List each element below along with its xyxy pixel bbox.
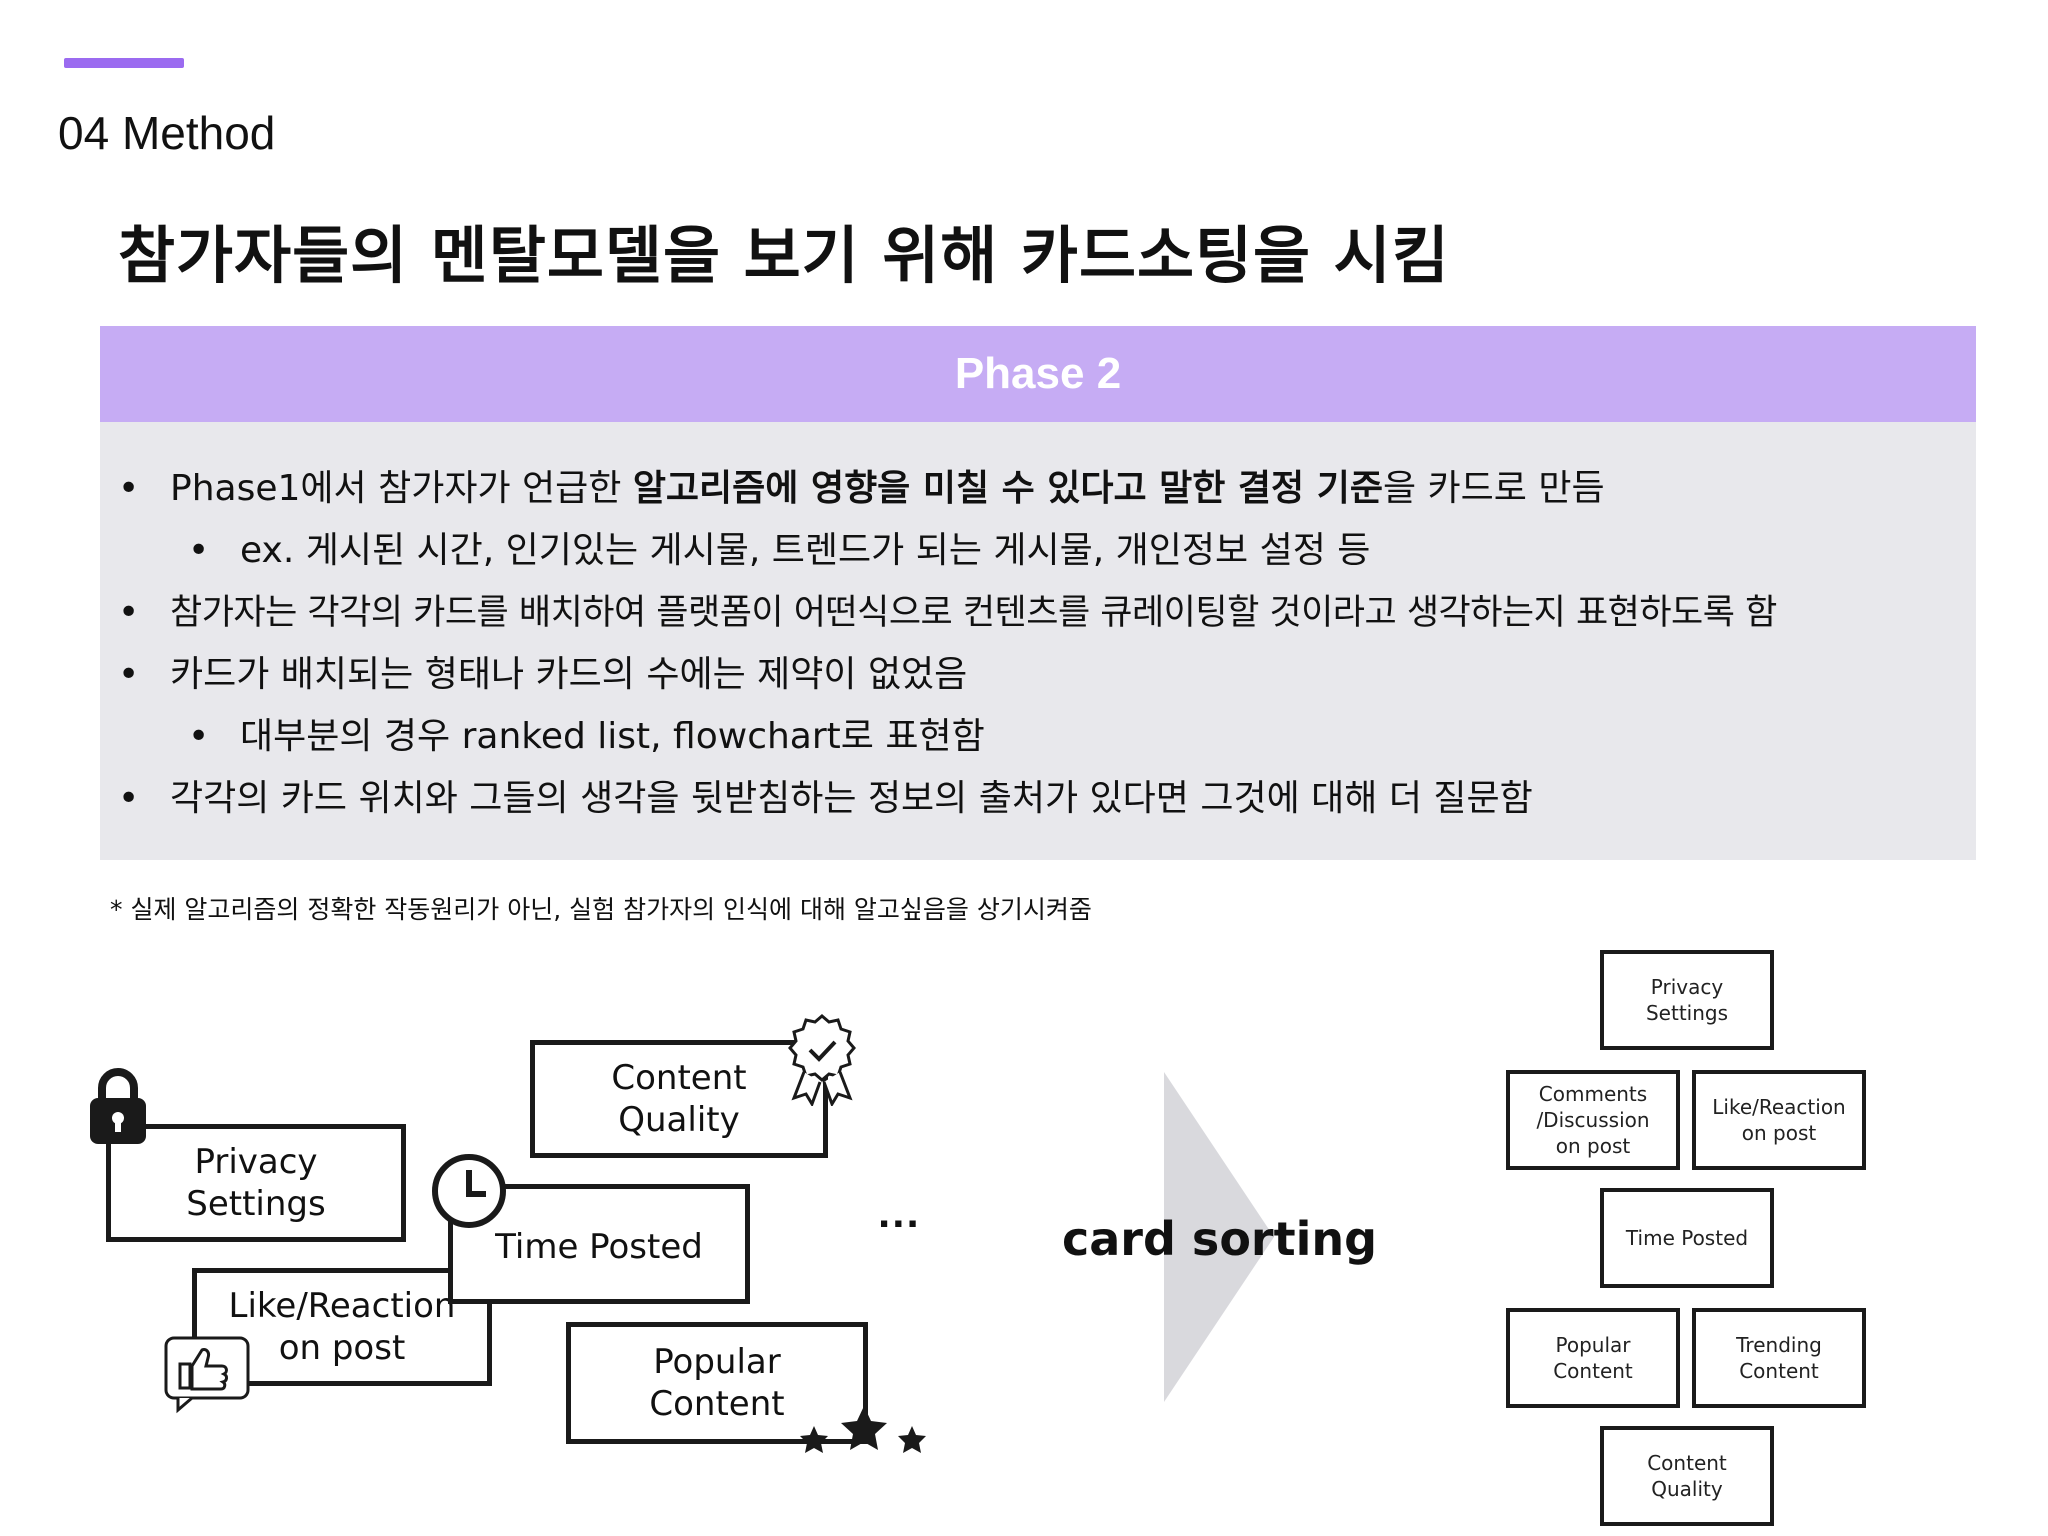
list-item: • 대부분의 경우 ranked list, flowchart로 표현함 bbox=[118, 706, 1956, 768]
accent-bar bbox=[64, 58, 184, 68]
result-card-trending-content: Trending Content bbox=[1692, 1308, 1866, 1408]
bullet-dot: • bbox=[118, 592, 140, 633]
card-label: Privacy Settings bbox=[1645, 975, 1729, 1025]
bullet-text: 각각의 카드 위치와 그들의 생각을 뒷받침하는 정보의 출처가 있다면 그것에… bbox=[170, 778, 1533, 819]
card-label: Content Quality bbox=[611, 1058, 747, 1140]
list-item: • 카드가 배치되는 형태나 카드의 수에는 제약이 없었음 bbox=[118, 644, 1956, 706]
list-item: • Phase1에서 참가자가 언급한 알고리즘에 영향을 미칠 수 있다고 말… bbox=[118, 458, 1956, 520]
section-label: 04 Method bbox=[58, 107, 276, 159]
bullet-text: 카드가 배치되는 형태나 카드의 수에는 제약이 없었음 bbox=[170, 654, 968, 695]
card-label: Time Posted bbox=[495, 1227, 703, 1267]
ellipsis: ... bbox=[878, 1188, 921, 1237]
phase-panel: Phase 2 • Phase1에서 참가자가 언급한 알고리즘에 영향을 미칠… bbox=[100, 326, 1976, 860]
result-card-time-posted: Time Posted bbox=[1600, 1188, 1774, 1288]
card-label: Content Quality bbox=[1647, 1451, 1727, 1501]
bullet-text: 을 카드로 만듬 bbox=[1382, 468, 1605, 509]
card-label: Like/Reaction on post bbox=[228, 1286, 456, 1368]
bullet-dot: • bbox=[118, 778, 140, 819]
list-item: • 참가자는 각각의 카드를 배치하여 플랫폼이 어떤식으로 컨텐츠를 큐레이팅… bbox=[118, 582, 1956, 644]
bullet-list: • Phase1에서 참가자가 언급한 알고리즘에 영향을 미칠 수 있다고 말… bbox=[118, 458, 1956, 830]
phase-title: Phase 2 bbox=[100, 326, 1976, 422]
result-card-privacy-settings: Privacy Settings bbox=[1600, 950, 1774, 1050]
card-label: Privacy Settings bbox=[186, 1142, 326, 1224]
card-label: Trending Content bbox=[1736, 1333, 1822, 1383]
bullet-bold-text: 알고리즘에 영향을 미칠 수 있다고 말한 결정 기준 bbox=[632, 468, 1383, 509]
stars-icon bbox=[794, 1400, 934, 1465]
card-label: Like/Reaction on post bbox=[1712, 1095, 1846, 1145]
bullet-dot: • bbox=[118, 468, 140, 509]
chevron-arrow-icon bbox=[1164, 1072, 1284, 1407]
award-ribbon-icon bbox=[786, 1012, 858, 1111]
card-label: Popular Content bbox=[649, 1342, 785, 1424]
page-title: 참가자들의 멘탈모델을 보기 위해 카드소팅을 시킴 bbox=[118, 219, 1450, 292]
bullet-text: 대부분의 경우 ranked list, flowchart로 표현함 bbox=[240, 716, 985, 757]
result-card-content-quality: Content Quality bbox=[1600, 1426, 1774, 1526]
lock-icon bbox=[86, 1066, 150, 1151]
footnote: * 실제 알고리즘의 정확한 작동원리가 아닌, 실험 참가자의 인식에 대해 … bbox=[110, 895, 1092, 924]
bullet-text: Phase1에서 참가자가 언급한 bbox=[170, 468, 633, 509]
card-label: Time Posted bbox=[1625, 1226, 1749, 1250]
card-content-quality: Content Quality bbox=[530, 1040, 828, 1158]
card-sorting-label: card sorting bbox=[1062, 1212, 1378, 1266]
card-privacy-settings: Privacy Settings bbox=[106, 1124, 406, 1242]
list-item: • 각각의 카드 위치와 그들의 생각을 뒷받침하는 정보의 출처가 있다면 그… bbox=[118, 768, 1956, 830]
result-card-comments: Comments /Discussion on post bbox=[1506, 1070, 1680, 1170]
list-item: • ex. 게시된 시간, 인기있는 게시물, 트렌드가 되는 게시물, 개인정… bbox=[118, 520, 1956, 582]
bullet-dot: • bbox=[188, 530, 210, 571]
bullet-text: 참가자는 각각의 카드를 배치하여 플랫폼이 어떤식으로 컨텐츠를 큐레이팅할 … bbox=[170, 593, 1777, 633]
clock-icon bbox=[430, 1152, 508, 1235]
bullet-dot: • bbox=[118, 654, 140, 695]
card-label: Comments /Discussion on post bbox=[1536, 1082, 1650, 1158]
result-card-popular-content: Popular Content bbox=[1506, 1308, 1680, 1408]
result-card-like-reaction: Like/Reaction on post bbox=[1692, 1070, 1866, 1170]
thumbs-up-icon bbox=[162, 1334, 252, 1419]
card-popular-content: Popular Content bbox=[566, 1322, 868, 1444]
bullet-dot: • bbox=[188, 716, 210, 757]
bullet-text: ex. 게시된 시간, 인기있는 게시물, 트렌드가 되는 게시물, 개인정보 … bbox=[240, 530, 1371, 571]
card-label: Popular Content bbox=[1553, 1333, 1633, 1383]
